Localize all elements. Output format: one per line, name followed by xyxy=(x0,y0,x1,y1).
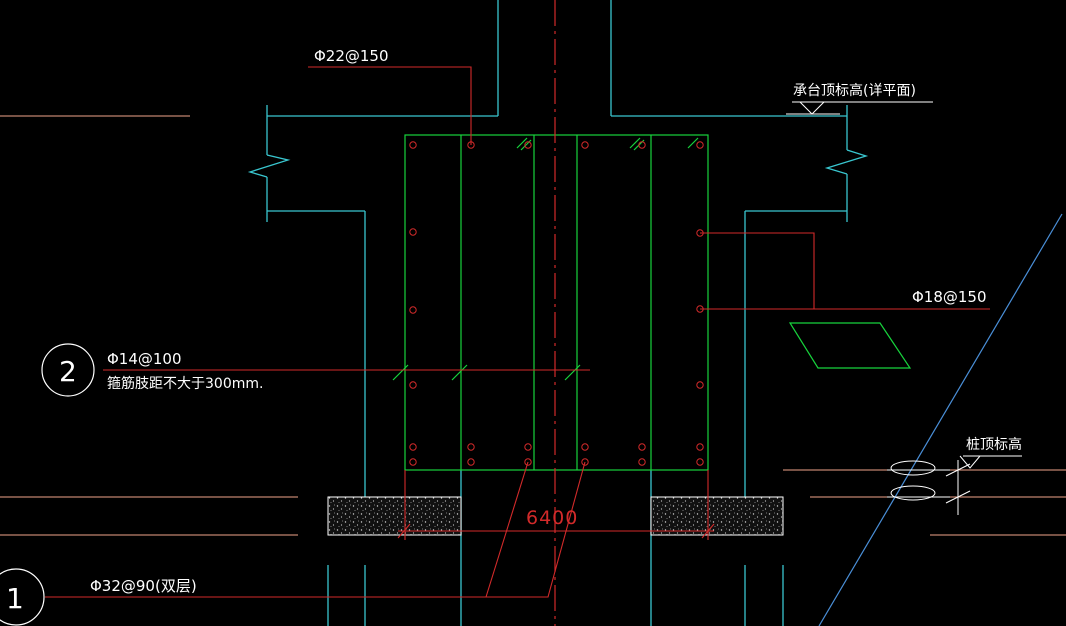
bedding-pads xyxy=(327,496,784,536)
top-rebar-label: Φ22@150 xyxy=(314,47,389,65)
pile-top-elevation-marker xyxy=(887,455,1022,515)
stirrup-spec-label: Φ14@100 xyxy=(107,350,182,368)
leader-lines xyxy=(45,66,990,598)
section-bubble-2 xyxy=(41,343,95,397)
section-symbol xyxy=(788,322,912,369)
cap-top-elevation-marker xyxy=(786,101,933,115)
side-rebar-label: Φ18@150 xyxy=(912,288,987,306)
bottom-rebar-label: Φ32@90(双层) xyxy=(90,577,197,595)
concrete-outline xyxy=(247,0,869,626)
rebar-dots xyxy=(409,141,704,466)
cap-top-elevation-label: 承台顶标高(详平面) xyxy=(793,82,916,99)
pile-top-elevation-label: 桩顶标高 xyxy=(966,436,1022,453)
dimension-label: 6400 xyxy=(526,507,578,529)
reference-lines xyxy=(0,115,1066,536)
stirrup-note-label: 箍筋肢距不大于300mm. xyxy=(107,375,263,392)
rebar-cage xyxy=(392,134,709,471)
section-mark-2: 2 xyxy=(59,355,77,388)
section-bubble-1 xyxy=(0,568,45,626)
diagonal-line xyxy=(818,213,1063,626)
section-mark-1: 1 xyxy=(6,582,24,615)
